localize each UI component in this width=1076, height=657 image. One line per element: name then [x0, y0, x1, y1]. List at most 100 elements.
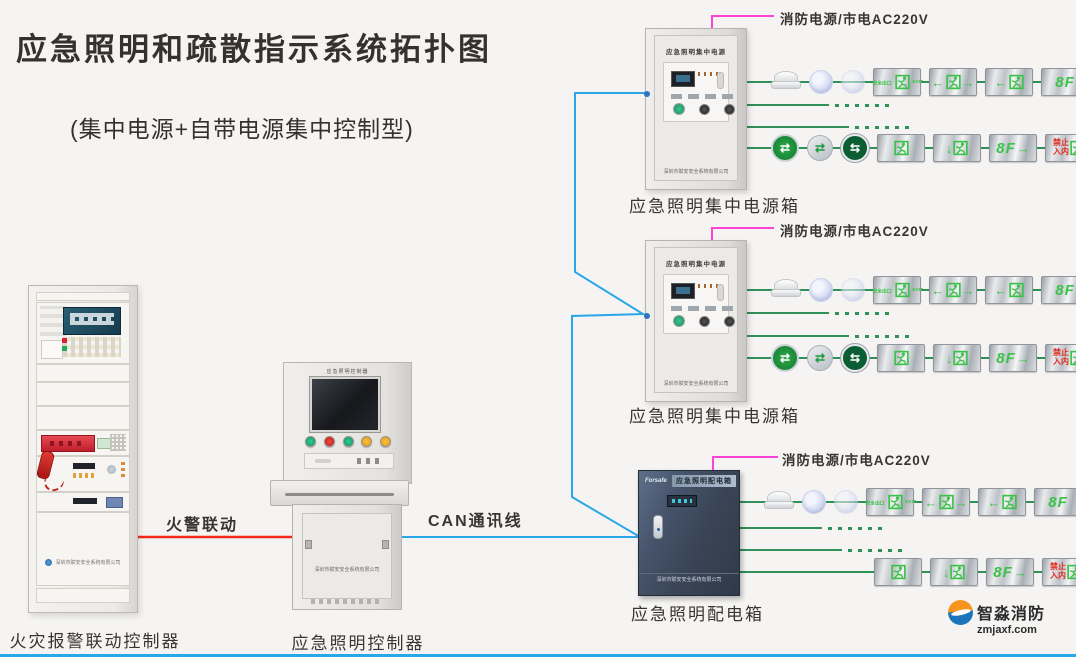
- running-man-icon: [945, 74, 961, 90]
- keypad: [110, 434, 126, 451]
- running-man-icon: [1067, 564, 1076, 580]
- arrow-right-icon: →: [954, 494, 968, 510]
- box-buttons: [673, 315, 745, 327]
- brand-dot-icon: [45, 559, 53, 566]
- watermark: 智淼消防 zmjaxf.com: [948, 600, 1045, 636]
- arrow-left-icon: ←: [987, 494, 1001, 510]
- knob-icon: [724, 315, 735, 327]
- green-led-icon: [62, 346, 67, 351]
- knob-icon: [724, 103, 735, 115]
- cabinet-door: 深圳市赋安安全系统有限公司: [36, 512, 130, 586]
- module-grid: [40, 306, 66, 336]
- console-door: 深圳市赋安安全系统有限公司: [302, 513, 392, 599]
- power-supply-label: 消防电源/市电AC220V: [780, 12, 929, 27]
- console-buttons: [305, 436, 391, 447]
- manufacturer-logo: 深圳市赋安安全系统有限公司: [37, 559, 129, 566]
- green-button-icon: [305, 436, 316, 447]
- fire-linkage-label: 火警联动: [166, 517, 239, 534]
- running-man-icon: [893, 350, 909, 366]
- green-button-icon: [673, 103, 685, 115]
- exit-sign-left: ←: [978, 488, 1026, 516]
- no-entry-sign: 禁止入内: [1045, 134, 1076, 162]
- arrow-left-icon: ←: [931, 74, 945, 90]
- page-subtitle: (集中电源+自带电源集中控制型): [70, 116, 414, 142]
- downlight-icon: [834, 490, 858, 514]
- button-labels: [671, 306, 737, 311]
- indicator-leds: [698, 72, 722, 76]
- lighting-circuit-row: [745, 111, 1076, 143]
- lighting-controller-head: 应急照明控制器: [283, 362, 412, 484]
- box-door: 应急照明集中电源 深圳市赋安安全系统有限公司: [654, 247, 738, 393]
- floor-sign: 8F: [1041, 276, 1076, 304]
- lighting-circuit-row: [738, 512, 1076, 544]
- can-port-icon: [644, 313, 650, 319]
- cabinet-vent-base: [36, 588, 130, 603]
- arrow-right-icon: →: [1016, 350, 1030, 366]
- indicator-column: [121, 462, 125, 477]
- ceiling-lamp-icon: [764, 490, 794, 509]
- company-name: 深圳市赋安安全系统有限公司: [663, 169, 729, 175]
- button-labels: [671, 94, 737, 99]
- console-keyboard-shelf: [270, 480, 409, 506]
- arrow-left-icon: ←: [931, 282, 945, 298]
- exit-sign: [877, 134, 925, 162]
- mini-lcd: [97, 438, 111, 449]
- running-man-icon: [953, 350, 968, 366]
- lcd-display: [671, 283, 695, 299]
- panel-display: [73, 463, 95, 469]
- panel-display: [73, 498, 97, 504]
- running-man-icon: [953, 140, 968, 156]
- arrow-left-icon: ←: [994, 282, 1008, 298]
- can-port-icon: [644, 91, 650, 97]
- downlight-icon: [809, 278, 833, 302]
- speaker-icon: [107, 465, 116, 474]
- exit-sign-left-right: ←→: [929, 68, 977, 96]
- downlight-icon: [841, 278, 865, 302]
- box-door: 应急照明集中电源 深圳市赋安安全系统有限公司: [654, 35, 738, 181]
- floor-indicator-icon: ⇄: [771, 134, 799, 162]
- key-slot: [717, 72, 724, 89]
- page-title: 应急照明和疏散指示系统拓扑图: [16, 32, 492, 67]
- running-man-icon: [1070, 140, 1076, 156]
- emergency-power-box-2: 应急照明集中电源 深圳市赋安安全系统有限公司: [644, 240, 747, 402]
- red-button-icon: [323, 436, 335, 447]
- amber-button-icon: [361, 436, 373, 447]
- switch-module-row: [36, 364, 130, 382]
- brand-label: Forsafe: [645, 478, 667, 484]
- emergency-power-box-1: 应急照明集中电源 深圳市赋安安全系统有限公司: [644, 28, 747, 190]
- emergency-distribution-box: Forsafe 应急照明配电箱 深圳市赋安安全系统有限公司: [638, 470, 740, 596]
- arrow-right-icon: →: [961, 282, 975, 298]
- lighting-circuit-row: ⇄⇄⇆↓8F→禁止入内: [745, 132, 1076, 164]
- exit-sign-down: ↓: [933, 344, 981, 372]
- floor-sign-right: 8F→: [986, 558, 1034, 586]
- arrow-right-icon: →: [1016, 140, 1030, 156]
- running-man-icon: [938, 494, 954, 510]
- vent-slot: [311, 599, 383, 604]
- printer-slot: [41, 340, 63, 359]
- green-button-icon: [342, 436, 354, 447]
- watermark-name: 智淼消防: [977, 606, 1046, 623]
- no-entry-sign: 禁止入内: [1045, 344, 1076, 372]
- can-bus-line: [392, 92, 647, 538]
- door-latch-icon: [305, 540, 312, 549]
- running-man-icon: [950, 564, 965, 580]
- watermark-site: zmjaxf.com: [977, 624, 1037, 636]
- digital-display: [667, 495, 697, 507]
- floor-sign: 8F: [1034, 488, 1076, 516]
- arrow-left-icon: ←: [924, 494, 938, 510]
- loop-card-row: [36, 382, 130, 406]
- arrow-right-icon: →: [961, 74, 975, 90]
- fire-alarm-controller: 深圳市赋安安全系统有限公司: [28, 285, 138, 613]
- box-control-panel: [663, 62, 737, 122]
- box-panel-title: 应急照明配电箱: [672, 475, 736, 487]
- knob-icon: [699, 315, 710, 327]
- indicator-leds: [698, 284, 722, 288]
- no-entry-sign: 禁止入内: [1042, 558, 1076, 586]
- console-panel-title: 应急照明控制器: [326, 369, 369, 375]
- floor-indicator-icon: ⇄: [771, 344, 799, 372]
- running-man-icon: [895, 74, 910, 90]
